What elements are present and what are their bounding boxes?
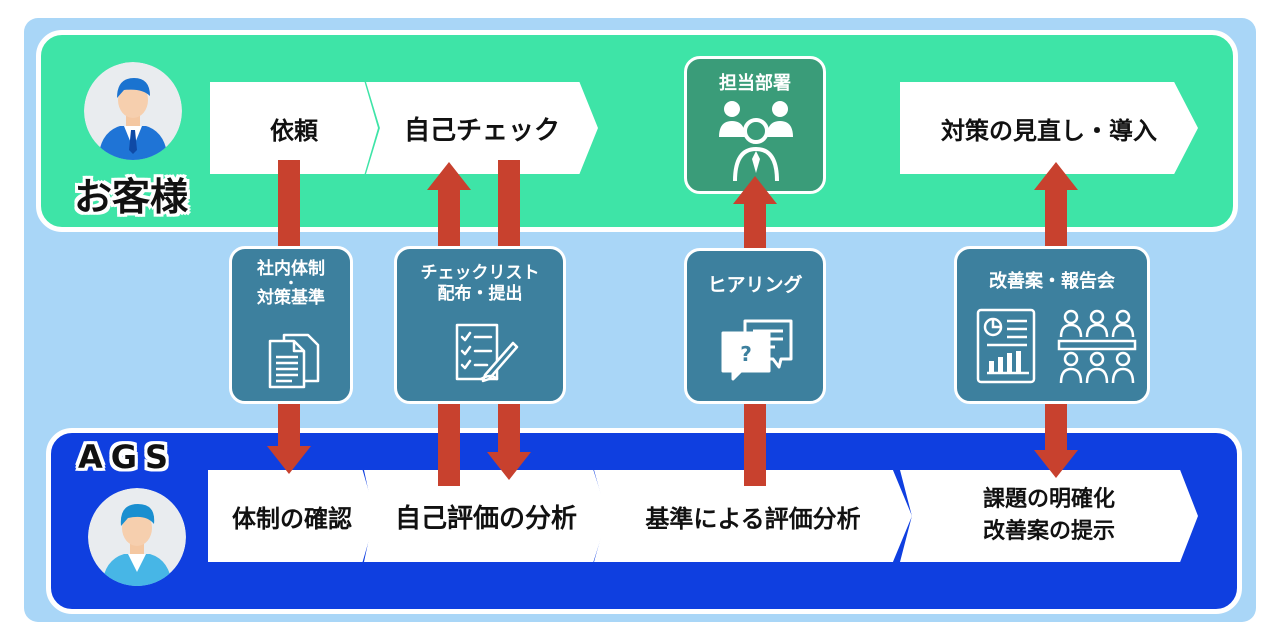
card-system-standards: 社内体制 ・ 対策基準 <box>229 246 353 404</box>
card-checklist-line1: チェックリスト <box>420 263 540 283</box>
arrow-hearing-up-upper <box>744 202 766 250</box>
step-review-implement-label: 対策の見直し・導入 <box>941 116 1157 145</box>
department-label: 担当部署 <box>719 73 791 94</box>
arrow-report-up <box>1045 188 1067 250</box>
card-checklist: チェックリスト 配布・提出 <box>394 246 566 404</box>
step-check-system-label: 体制の確認 <box>232 504 352 533</box>
arrow-submit-head <box>487 452 531 480</box>
step-analyze-self-eval: 自己評価の分析 <box>364 470 608 562</box>
card-hearing-label: ヒアリング <box>707 274 803 296</box>
customer-label: お客様 <box>74 175 189 219</box>
arrow-request-head <box>267 446 311 474</box>
ags-label: AGS <box>78 438 177 476</box>
arrow-submit-down-lower <box>498 404 520 454</box>
card-system-line2: 対策基準 <box>257 288 325 308</box>
arrow-hearing-up-lower <box>744 400 766 486</box>
card-system-dot: ・ <box>284 276 298 292</box>
arrow-submit-down-upper <box>498 160 520 250</box>
arrow-checklist-up-lower <box>438 404 460 486</box>
card-checklist-line2: 配布・提出 <box>437 284 523 304</box>
ags-avatar-icon <box>88 488 186 586</box>
step-issues-proposal: 課題の明確化 改善案の提示 <box>900 470 1198 562</box>
checklist-icon <box>455 323 519 383</box>
arrow-report-down-head <box>1034 450 1078 478</box>
arrow-report-up-head <box>1034 162 1078 190</box>
step-self-check: 自己チェック <box>366 82 598 174</box>
svg-text:?: ? <box>740 342 752 366</box>
meeting-icon <box>1057 309 1137 384</box>
step-check-system: 体制の確認 <box>208 470 376 562</box>
arrow-request-down-upper <box>278 160 300 250</box>
group-icon <box>719 101 793 182</box>
step-criteria-analysis-label: 基準による評価分析 <box>645 504 861 533</box>
customer-avatar-icon <box>84 62 182 160</box>
arrow-checklist-head <box>427 162 471 190</box>
arrow-report-down <box>1045 400 1067 452</box>
card-report-label: 改善案・報告会 <box>989 271 1115 292</box>
step-request: 依頼 <box>210 82 378 174</box>
step-self-check-label: 自己チェック <box>403 115 560 146</box>
step-issues-label: 課題の明確化 <box>982 487 1115 512</box>
step-review-implement: 対策の見直し・導入 <box>900 82 1198 174</box>
step-proposal-label: 改善案の提示 <box>982 519 1115 544</box>
chat-icon: ? <box>721 319 793 381</box>
step-analyze-self-eval-label: 自己評価の分析 <box>394 503 577 534</box>
arrow-checklist-up-upper <box>438 188 460 250</box>
card-system-line1: 社内体制 <box>257 259 325 279</box>
card-report-meeting: 改善案・報告会 <box>954 246 1150 404</box>
arrow-hearing-head <box>733 176 777 204</box>
report-icon <box>976 308 1036 384</box>
document-icon <box>268 333 320 389</box>
card-hearing: ヒアリング ? <box>684 248 826 404</box>
arrow-request-down-lower <box>278 400 300 448</box>
department-card: 担当部署 <box>684 56 826 194</box>
step-request-label: 依頼 <box>270 116 318 145</box>
